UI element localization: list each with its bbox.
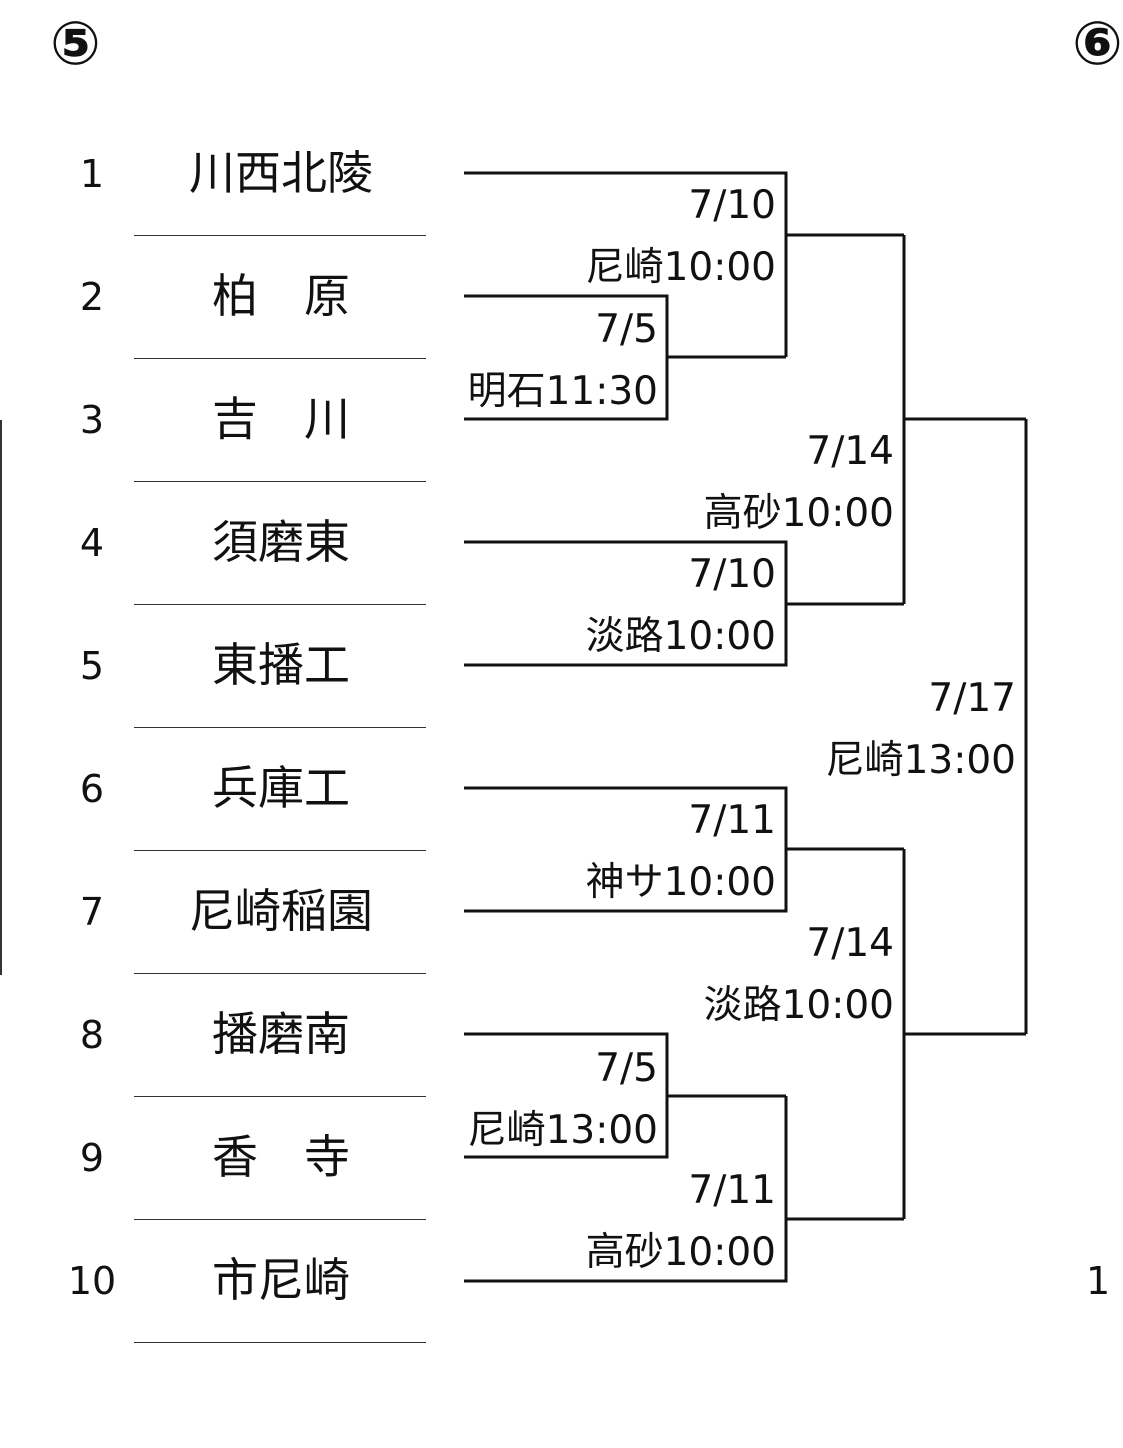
team-name: 市尼崎 [212, 1253, 350, 1307]
match-date: 7/11 [688, 798, 776, 843]
seed-number: 1 [79, 152, 105, 196]
seed-number: 6 [79, 767, 105, 811]
seed-number: 10 [67, 1259, 117, 1303]
row-divider [134, 358, 426, 359]
row-divider [134, 850, 426, 851]
row-divider [134, 235, 426, 236]
seed-number: 5 [79, 644, 105, 688]
next-bracket-seed-mark: 1 [1086, 1259, 1111, 1303]
match-venue-time: 淡路10:00 [703, 983, 894, 1028]
match-date: 7/17 [928, 676, 1016, 721]
match-date: 7/10 [688, 552, 776, 597]
seed-number: 9 [79, 1136, 105, 1180]
match-venue-time: 淡路10:00 [585, 614, 776, 659]
team-name: 須磨東 [212, 515, 350, 569]
seed-number: 2 [79, 275, 105, 319]
match-date: 7/14 [806, 921, 894, 966]
seed-number: 4 [79, 521, 105, 565]
team-name: 川西北陵 [189, 146, 373, 200]
row-divider [134, 604, 426, 605]
team-name: 兵庫工 [212, 761, 350, 815]
team-name: 香 寺 [212, 1130, 350, 1184]
bracket-number: ⑤ [50, 9, 101, 79]
match-venue-time: 明石11:30 [467, 369, 658, 414]
row-divider [134, 727, 426, 728]
match-venue-time: 尼崎13:00 [825, 738, 1016, 783]
row-divider [134, 1342, 426, 1343]
left-edge-rule [0, 420, 2, 975]
team-name: 柏 原 [212, 269, 350, 323]
match-venue-time: 尼崎13:00 [467, 1108, 658, 1153]
team-name: 播磨南 [212, 1007, 350, 1061]
match-date: 7/5 [595, 1046, 658, 1091]
match-venue-time: 高砂10:00 [703, 491, 894, 536]
match-date: 7/14 [806, 429, 894, 474]
match-date: 7/5 [595, 307, 658, 352]
match-date: 7/10 [688, 183, 776, 228]
team-name: 吉 川 [212, 392, 350, 446]
row-divider [134, 481, 426, 482]
seed-number: 8 [79, 1013, 105, 1057]
team-name: 尼崎稲園 [189, 884, 373, 938]
match-venue-time: 神サ10:00 [585, 860, 776, 905]
bracket-line [464, 171, 788, 357]
seed-number: 3 [79, 398, 105, 442]
match-date: 7/11 [688, 1168, 776, 1213]
bracket-lines [464, 171, 1028, 1283]
row-divider [134, 1096, 426, 1097]
seed-number: 7 [79, 890, 105, 934]
match-venue-time: 尼崎10:00 [585, 245, 776, 290]
bracket-line [464, 1096, 788, 1283]
row-divider [134, 1219, 426, 1220]
team-name: 東播工 [212, 638, 350, 692]
match-venue-time: 高砂10:00 [585, 1230, 776, 1275]
row-divider [134, 973, 426, 974]
next-bracket-number: ⑥ [1072, 9, 1123, 79]
